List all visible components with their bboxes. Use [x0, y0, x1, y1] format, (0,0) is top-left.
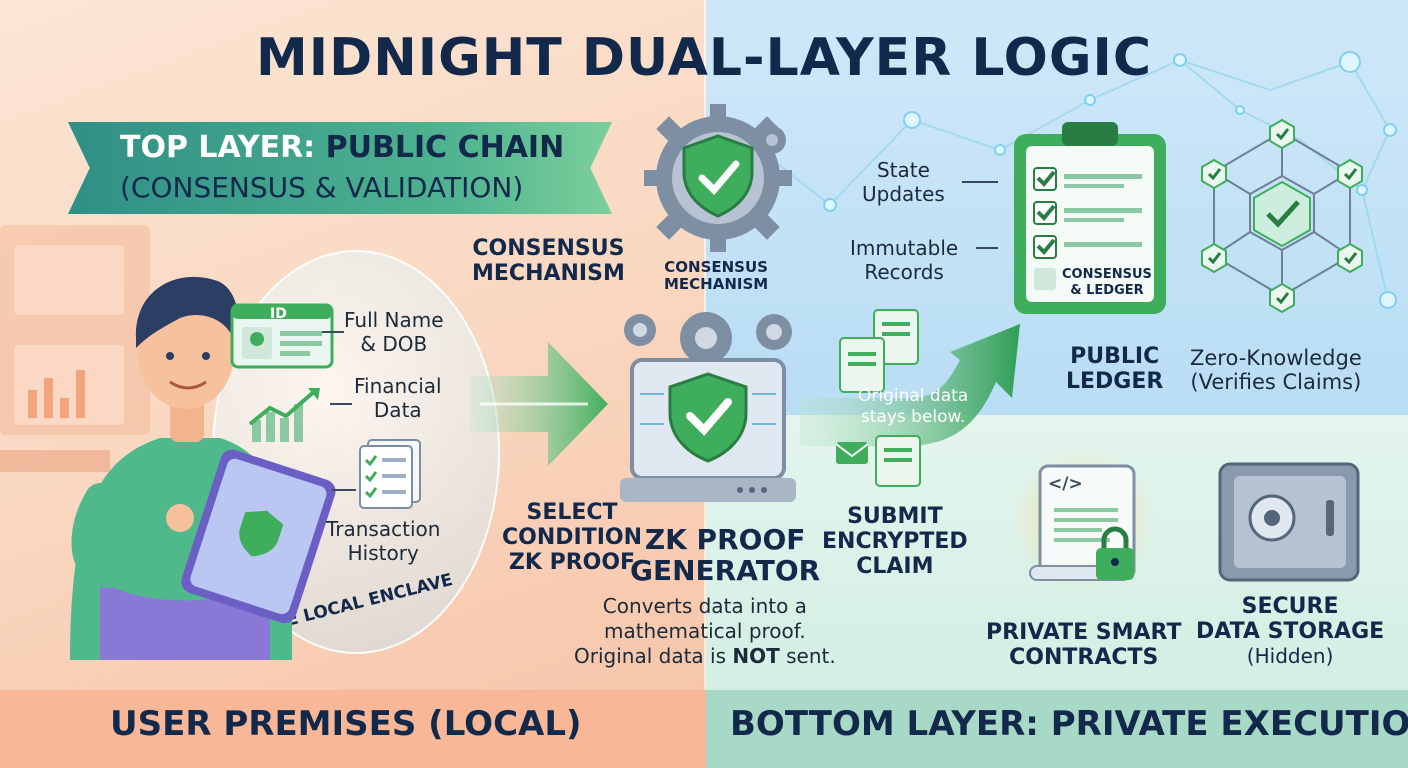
contracts-line2: CONTRACTS [986, 645, 1182, 670]
stays-below-line1: Original data [858, 386, 968, 407]
item-financial-line2: Data [354, 398, 442, 422]
code-symbol: </> [1048, 476, 1083, 493]
storage-line1: SECURE [1196, 594, 1384, 619]
storage-line3: (Hidden) [1196, 644, 1384, 669]
description-line1: Converts data into a [574, 594, 836, 619]
user-premises-footer-label: USER PREMISES (LOCAL) [110, 704, 582, 744]
zk-proof-generator-laptop-icon [610, 308, 810, 508]
data-flow-arrow-left [470, 338, 610, 478]
ledger-line1: PUBLIC [1066, 344, 1163, 369]
zk-line1: Zero-Knowledge [1190, 346, 1362, 370]
consensus-gear-line2: MECHANISM [664, 276, 768, 293]
item-full-name-line1: Full Name [344, 308, 444, 332]
submit-line3: CLAIM [822, 554, 968, 579]
submit-line1: SUBMIT [822, 504, 968, 529]
zero-knowledge-label: Zero-Knowledge(Verifies Claims) [1190, 346, 1362, 394]
stays-below-line2: stays below. [858, 407, 968, 428]
description-not-emphasis: NOT [732, 644, 779, 668]
consensus-left-line2: MECHANISM [472, 261, 625, 286]
consensus-gear-line1: CONSENSUS [664, 259, 768, 276]
consensus-left-line1: CONSENSUS [472, 236, 625, 261]
item-full-name: Full Name& DOB [344, 308, 444, 356]
contracts-line1: PRIVATE SMART [986, 620, 1182, 645]
clipboard-label-line1: CONSENSUS [1062, 267, 1152, 283]
select-step-line3: ZK PROOF [502, 550, 642, 575]
select-step-line2: CONDITION [502, 525, 642, 550]
item-transaction-line2: History [326, 541, 440, 565]
generator-line2: GENERATOR [630, 555, 820, 586]
private-execution-footer-label: BOTTOM LAYER: PRIVATE EXECUTION [730, 704, 1408, 744]
zero-knowledge-network-icon [1192, 114, 1372, 314]
item-full-name-line2: & DOB [344, 332, 444, 356]
item-transaction-line1: Transaction [326, 517, 440, 541]
description-line2: mathematical proof. [574, 619, 836, 644]
clipboard-label-line2: & LEDGER [1062, 283, 1152, 299]
zk-line2: (Verifies Claims) [1190, 370, 1362, 394]
description-line3: Original data is NOT sent. [574, 644, 836, 669]
immutable-line2: Records [850, 260, 958, 284]
description-line3-end: sent. [780, 644, 836, 668]
immutable-line1: Immutable [850, 236, 958, 260]
storage-line2: DATA STORAGE [1196, 619, 1384, 644]
consensus-gear-icon [640, 100, 800, 250]
select-step-line1: SELECT [502, 500, 642, 525]
submit-line2: ENCRYPTED [822, 529, 968, 554]
ledger-connector-lines [962, 180, 1002, 260]
financial-chart-icon [246, 384, 326, 444]
secure-data-storage-safe-icon [1216, 460, 1366, 590]
generator-line1: ZK PROOF [630, 524, 820, 555]
state-updates-line2: Updates [862, 182, 945, 206]
state-updates-line1: State [862, 158, 945, 182]
description-line3-text: Original data is [574, 644, 732, 668]
id-card-label: ID [270, 306, 287, 323]
private-smart-contract-icon [1010, 452, 1160, 602]
ledger-line2: LEDGER [1066, 369, 1163, 394]
clipboard-consensus-ledger-label: CONSENSUS& LEDGER [1062, 267, 1152, 299]
item-financial-line1: Financial [354, 374, 442, 398]
zk-proof-description: Converts data into a mathematical proof.… [574, 594, 836, 669]
